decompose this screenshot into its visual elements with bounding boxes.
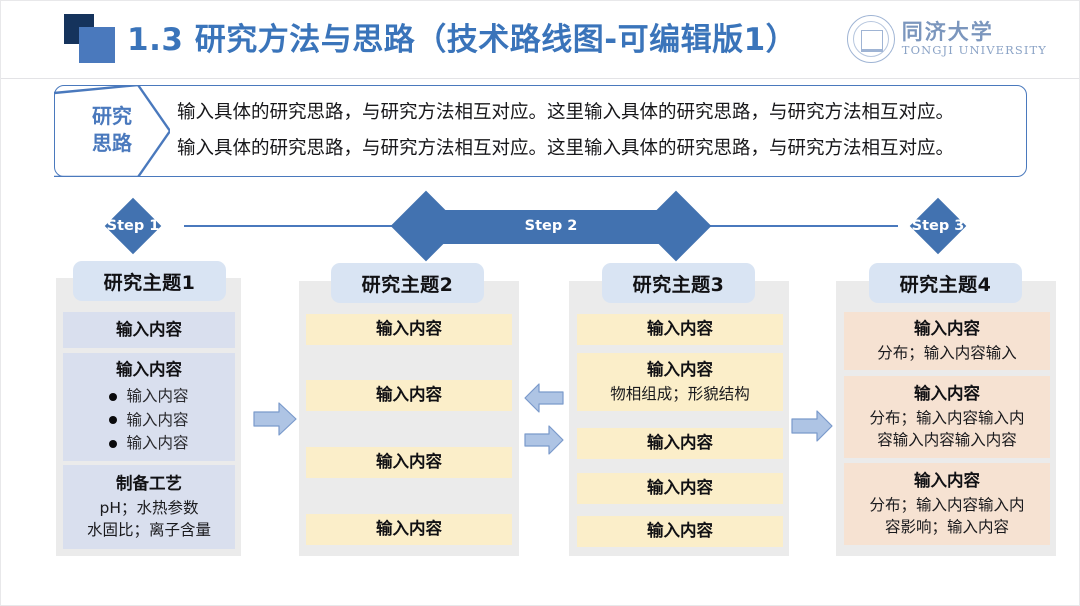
- arrow-right-col2-to-col3-icon: [524, 425, 564, 455]
- cell-title: 输入内容: [376, 519, 442, 539]
- arrow-right-col1-to-col2-icon: [253, 402, 297, 436]
- research-column-1-cell-3: 制备工艺 pH；水热参数 水固比；离子含量: [63, 465, 235, 549]
- step-1-label: Step 1: [106, 218, 160, 234]
- research-column-3-cell-3: 输入内容: [577, 428, 783, 459]
- bullet-text: 输入内容: [126, 410, 189, 429]
- cell-subtext: pH；水热参数 水固比；离子含量: [86, 498, 211, 540]
- cell-subtext: 分布；输入内容输入内 容影响；输入内容: [869, 495, 1025, 537]
- cell-title: 输入内容: [116, 360, 182, 380]
- cell-title: 制备工艺: [116, 474, 182, 494]
- research-column-3-cell-2: 输入内容 物相组成；形貌结构: [577, 353, 783, 411]
- research-column-3-cell-4: 输入内容: [577, 473, 783, 504]
- research-idea-tag: 研究 思路: [54, 85, 170, 177]
- step-connector-line-1: [184, 225, 404, 227]
- research-idea-line-2: 输入具体的研究思路，与研究方法相互对应。这里输入具体的研究思路，与研究方法相互对…: [177, 138, 955, 160]
- list-item: 输入内容: [109, 385, 188, 409]
- tongji-university-logo: 同济大学 TONGJI UNIVERSITY: [846, 12, 1047, 66]
- logo-text: 同济大学 TONGJI UNIVERSITY: [901, 18, 1047, 58]
- decoration-square-blue: [79, 27, 115, 63]
- step-2-diamond-right: [640, 190, 712, 262]
- research-column-3-cell-5: 输入内容: [577, 516, 783, 547]
- research-idea-tag-line1: 研究: [92, 106, 132, 128]
- cell-subtext: 分布；输入内容输入内 容输入内容输入内容: [869, 408, 1025, 450]
- step-2-label: Step 2: [524, 218, 578, 234]
- research-idea-box: 研究 思路 输入具体的研究思路，与研究方法相互对应。这里输入具体的研究思路，与研…: [54, 85, 1027, 177]
- cell-title: 输入内容: [914, 319, 980, 339]
- research-column-2-cell-4: 输入内容: [306, 514, 512, 545]
- research-column-1-header: 研究主题1: [73, 261, 226, 301]
- research-column-1-cell-2: 输入内容 输入内容 输入内容 输入内容: [63, 353, 235, 461]
- cell-subtext: 物相组成；形貌结构: [610, 385, 750, 404]
- slide-header: 1.3 研究方法与思路（技术路线图-可编辑版1） 同济大学 TONGJI UNI…: [1, 1, 1079, 79]
- research-idea-line-1: 输入具体的研究思路，与研究方法相互对应。这里输入具体的研究思路，与研究方法相互对…: [177, 102, 955, 123]
- logo-english-name: TONGJI UNIVERSITY: [901, 43, 1047, 58]
- cell-title: 输入内容: [116, 319, 182, 339]
- research-column-4-cell-3: 输入内容 分布；输入内容输入内 容影响；输入内容: [844, 463, 1050, 545]
- cell-title: 输入内容: [914, 471, 980, 491]
- step-3-label: Step 3: [911, 218, 965, 234]
- cell-title: 输入内容: [376, 319, 442, 339]
- cell-title: 输入内容: [647, 319, 713, 339]
- cell-title: 输入内容: [647, 521, 713, 541]
- header-divider: [1, 78, 1079, 79]
- logo-chinese-name: 同济大学: [901, 18, 994, 44]
- research-idea-text: 输入具体的研究思路，与研究方法相互对应。这里输入具体的研究思路，与研究方法相互对…: [177, 95, 1012, 167]
- research-column-3-cell-1: 输入内容: [577, 314, 783, 345]
- cell-title: 输入内容: [647, 360, 713, 380]
- research-column-1-cell-1: 输入内容: [63, 312, 235, 348]
- cell-title: 输入内容: [376, 385, 442, 405]
- step-2-diamond-left: [390, 190, 462, 262]
- cell-title: 输入内容: [647, 478, 713, 498]
- research-column-2-cell-1: 输入内容: [306, 314, 512, 345]
- cell-title: 输入内容: [647, 433, 713, 453]
- bullet-text: 输入内容: [126, 434, 189, 453]
- arrow-right-col3-to-col4-icon: [791, 410, 833, 442]
- research-column-4-cell-2: 输入内容 分布；输入内容输入内 容输入内容输入内容: [844, 376, 1050, 458]
- list-item: 输入内容: [109, 432, 188, 456]
- university-seal-icon: [846, 15, 895, 63]
- research-column-2-cell-3: 输入内容: [306, 447, 512, 478]
- cell-title: 输入内容: [376, 452, 442, 472]
- cell-subtext: 分布；输入内容输入: [877, 344, 1017, 363]
- research-column-4-header: 研究主题4: [869, 263, 1022, 303]
- list-item: 输入内容: [109, 409, 188, 433]
- step-band: Step 1 Step 2 Step 3: [1, 190, 1079, 262]
- cell-bullet-list: 输入内容 输入内容 输入内容: [109, 385, 188, 456]
- research-column-4-cell-1: 输入内容 分布；输入内容输入: [844, 312, 1050, 370]
- step-2-bar: [431, 210, 671, 244]
- page-title: 1.3 研究方法与思路（技术路线图-可编辑版1）: [127, 22, 798, 58]
- bullet-text: 输入内容: [126, 387, 189, 406]
- research-idea-tag-line2: 思路: [92, 133, 132, 155]
- research-column-2-header: 研究主题2: [331, 263, 484, 303]
- research-column-2-cell-2: 输入内容: [306, 380, 512, 411]
- step-connector-line-2: [698, 225, 898, 227]
- research-column-3-header: 研究主题3: [602, 263, 755, 303]
- arrow-left-col3-to-col2-icon: [524, 383, 564, 413]
- cell-title: 输入内容: [914, 384, 980, 404]
